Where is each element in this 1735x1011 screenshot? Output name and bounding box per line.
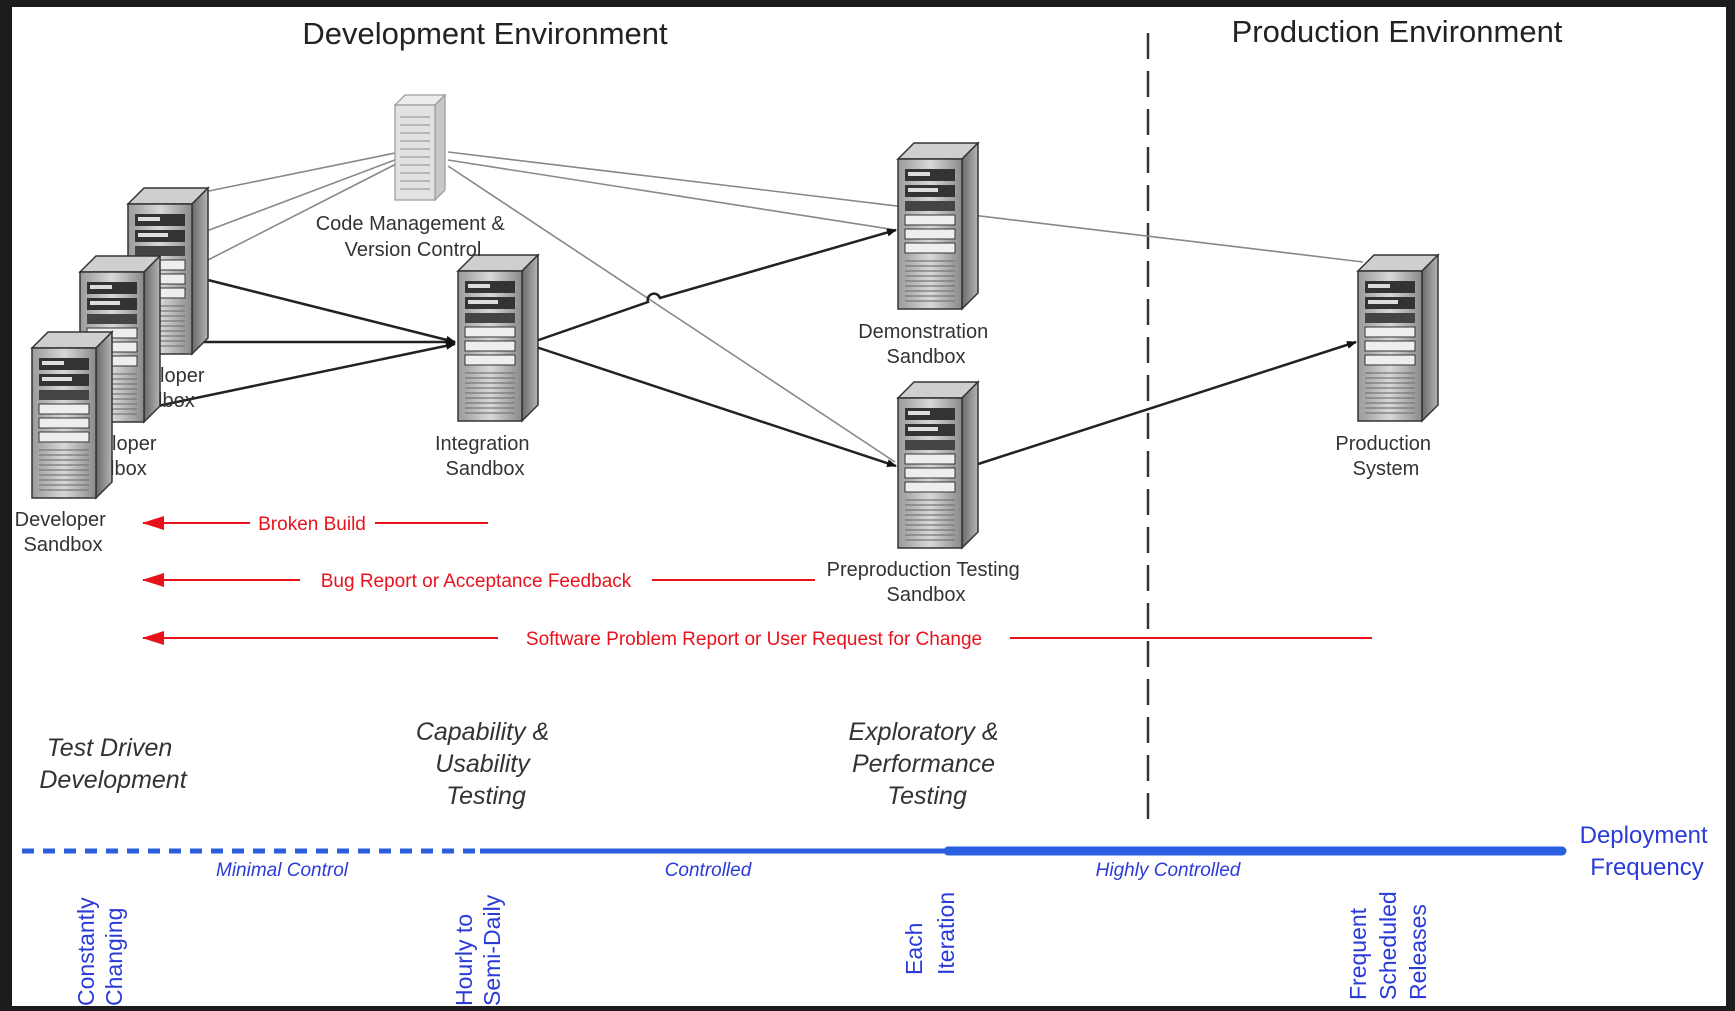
code-management-server: [394, 94, 446, 201]
tdd-phase-label: Test Driven Development: [39, 734, 187, 794]
broken-build-label: Broken Build: [258, 514, 366, 535]
feedback-broken-build: Broken Build: [142, 514, 488, 535]
production-environment-header: Production Environment: [1232, 14, 1563, 49]
integration-sandbox-server: [457, 254, 539, 422]
deployment-frequency-label: Deployment Frequency: [1580, 822, 1715, 881]
controlled-label: Controlled: [665, 860, 753, 881]
development-environment-header: Development Environment: [302, 16, 668, 51]
constantly-changing-label: Constantly Changing: [73, 891, 127, 1006]
exploratory-phase-label: Exploratory & Performance Testing: [848, 718, 1005, 810]
production-system-label: Production System: [1335, 433, 1436, 480]
preproduction-testing-sandbox-server: [897, 381, 979, 549]
demonstration-sandbox-server: [897, 142, 979, 310]
diagram-canvas: [12, 7, 1726, 1006]
problem-report-label: Software Problem Report or User Request …: [526, 629, 982, 650]
code-management-label: Code Management & Version Control: [316, 213, 511, 261]
preproduction-testing-sandbox-label: Preproduction Testing Sandbox: [827, 559, 1026, 606]
promotion-connections: [99, 228, 1357, 468]
developer-sandbox-front-label: Developer Sandbox: [15, 509, 112, 556]
feedback-bug-report: Bug Report or Acceptance Feedback: [142, 571, 815, 592]
developer-sandbox-server-front: [31, 331, 113, 499]
demonstration-sandbox-label: Demonstration Sandbox: [858, 321, 994, 368]
developer-sandbox-back-label: loper lbox: [158, 365, 210, 412]
developer-sandbox-mid-label: loper lbox: [110, 433, 162, 480]
feedback-problem-report: Software Problem Report or User Request …: [142, 629, 1372, 650]
production-system-server: [1357, 254, 1439, 422]
frequent-scheduled-releases-label: Frequent Scheduled Releases: [1345, 885, 1431, 1000]
hourly-to-semi-daily-label: Hourly to Semi-Daily: [451, 894, 505, 1006]
each-iteration-label: Each Iteration: [901, 892, 959, 975]
capability-phase-label: Capability & Usability Testing: [416, 718, 556, 810]
bug-report-label: Bug Report or Acceptance Feedback: [321, 571, 632, 592]
minimal-control-label: Minimal Control: [216, 860, 349, 881]
highly-controlled-label: Highly Controlled: [1096, 860, 1242, 881]
integration-sandbox-label: Integration Sandbox: [435, 433, 535, 480]
